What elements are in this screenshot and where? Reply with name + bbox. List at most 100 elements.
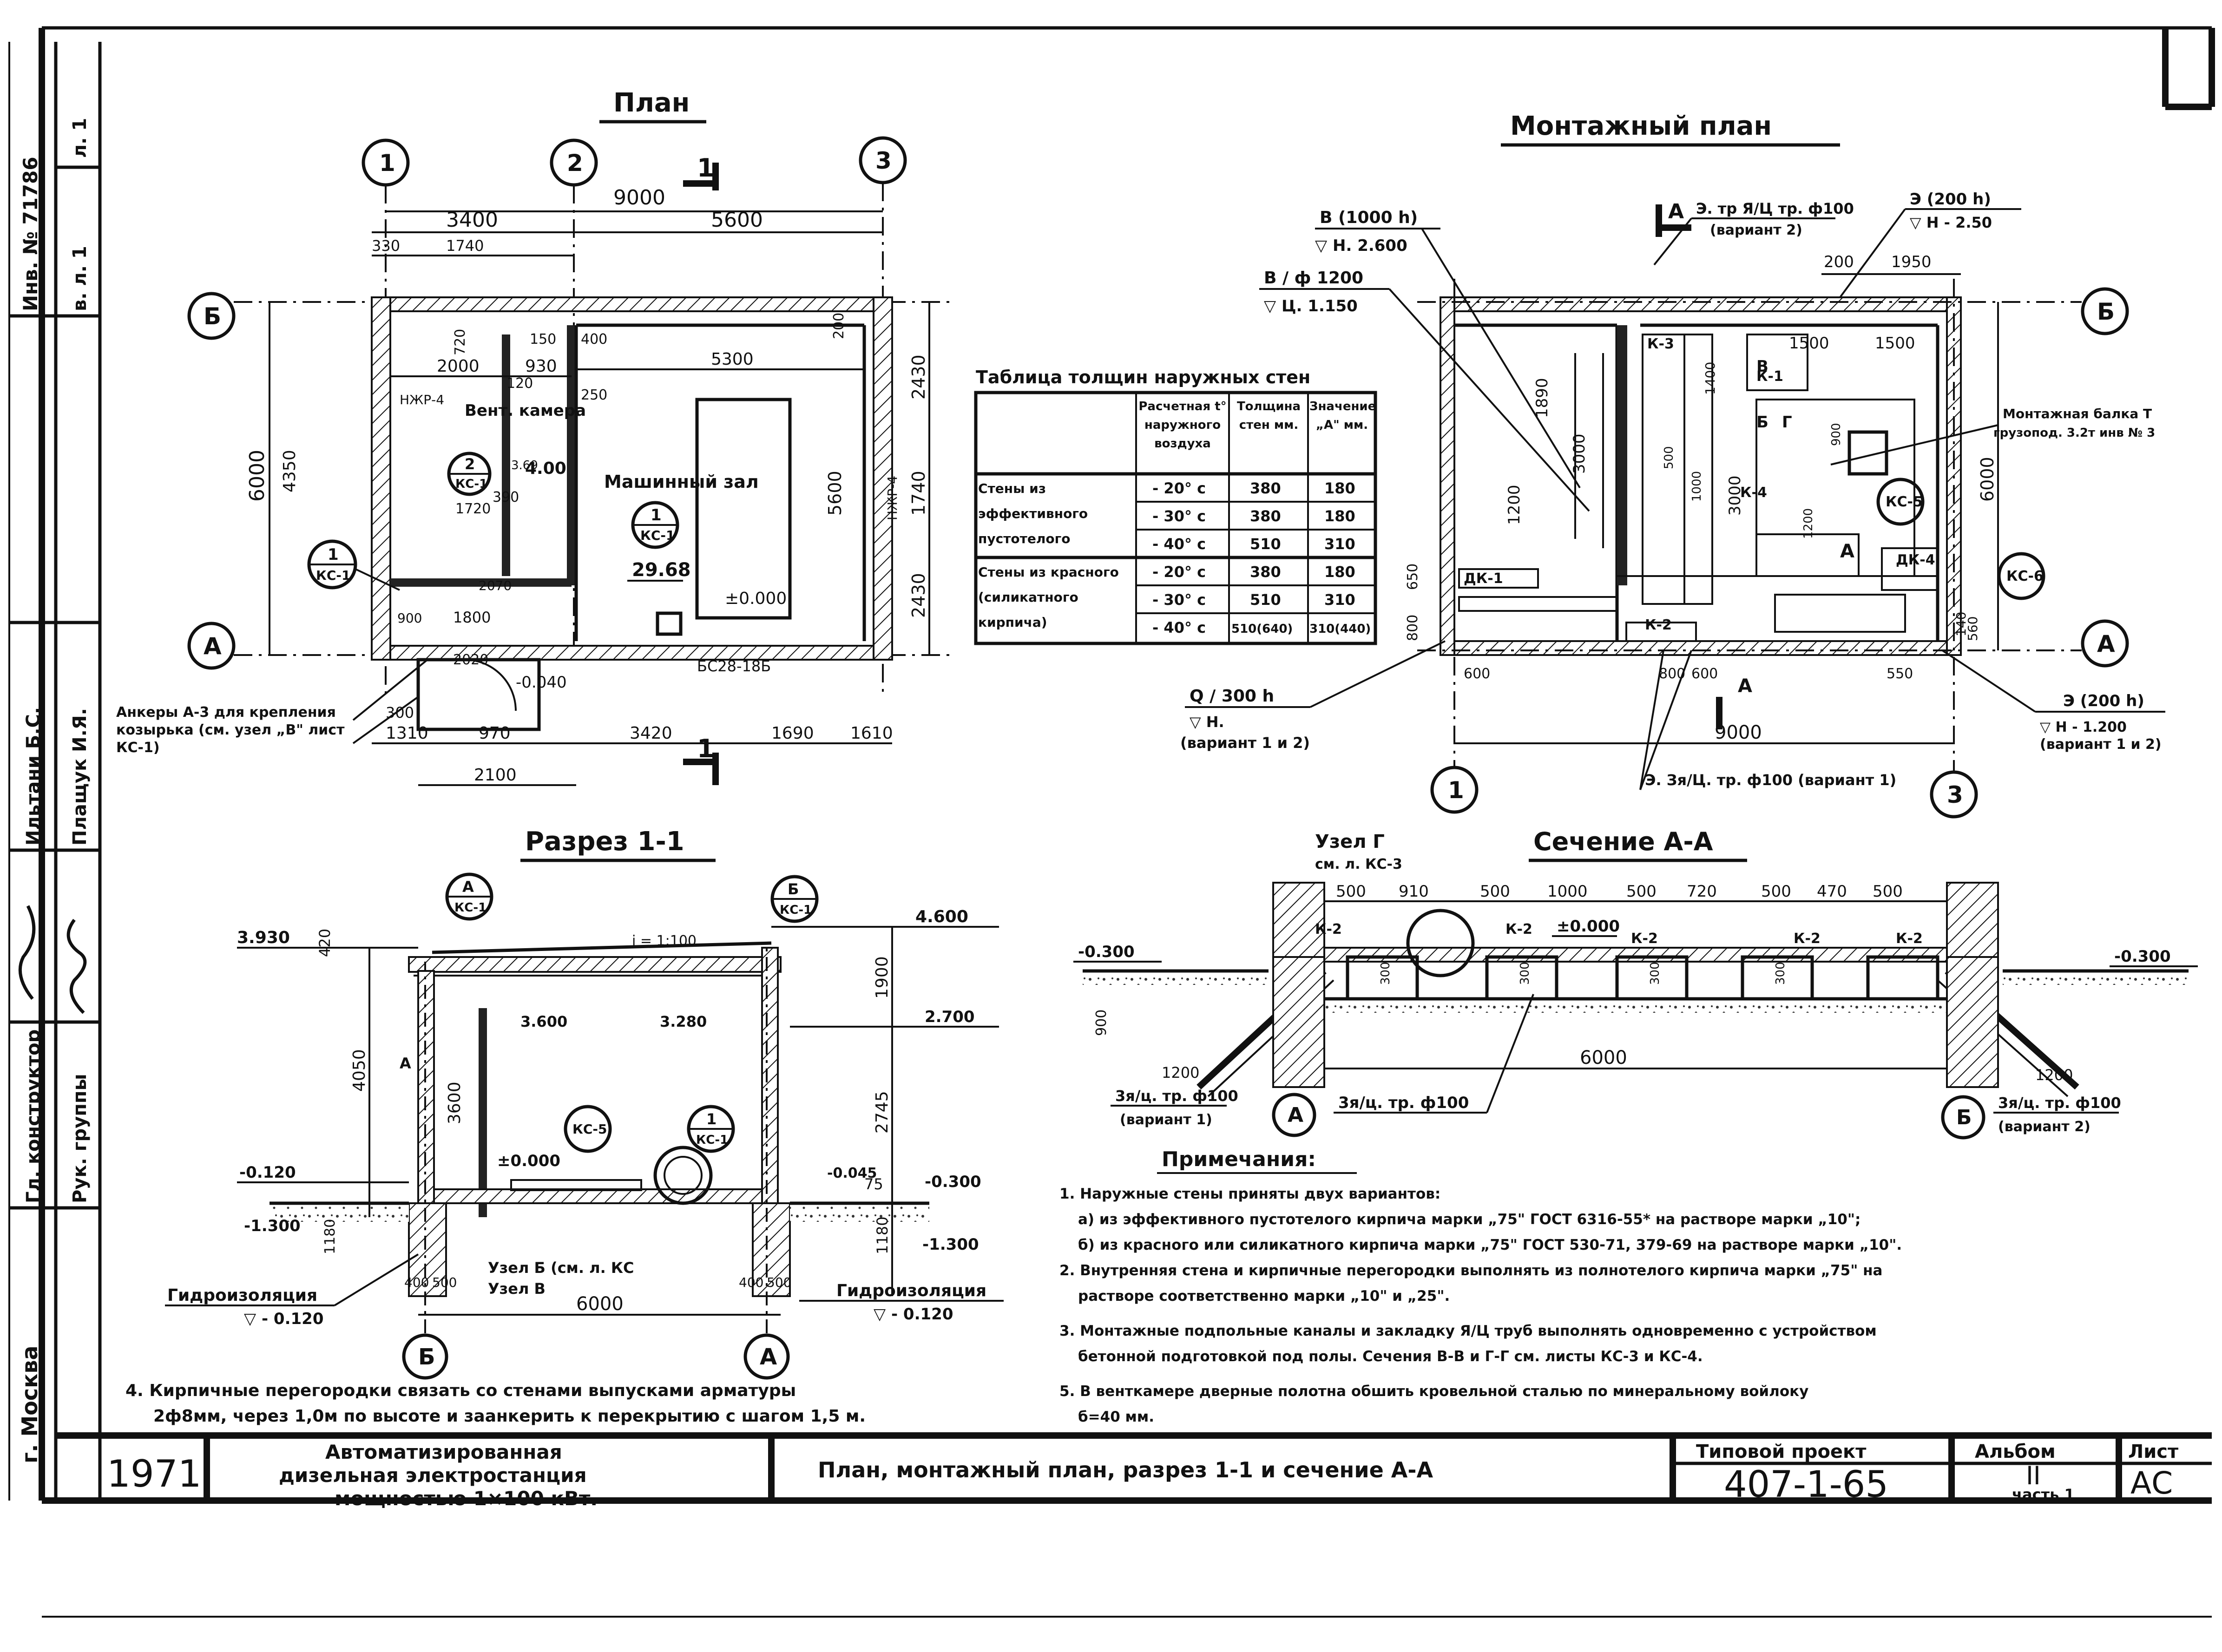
mount-row-b: Б <box>1417 287 2129 335</box>
svg-text:1900: 1900 <box>873 956 892 999</box>
svg-text:А: А <box>760 1344 777 1370</box>
wall-thickness-table: Таблица толщин наружных стен Расчетная t… <box>974 367 1377 645</box>
svg-text:1400: 1400 <box>1703 362 1718 395</box>
svg-text:3я/ц. тр. ф100: 3я/ц. тр. ф100 <box>1998 1094 2121 1112</box>
svg-text:К-2: К-2 <box>1631 931 1658 947</box>
section-waterproofing: Гидроизоляция ▽ - 0.120 Гидроизоляция ▽ … <box>165 1055 1004 1328</box>
svg-text:Б: Б <box>418 1344 435 1370</box>
svg-text:1200: 1200 <box>1801 508 1815 539</box>
svg-text:- 40° с: - 40° с <box>1152 535 1206 553</box>
svg-text:КС-1: КС-1 <box>454 901 486 915</box>
svg-text:К-3: К-3 <box>1647 336 1674 352</box>
svg-text:Б: Б <box>204 303 221 330</box>
svg-text:(вариант 2): (вариант 2) <box>1710 222 1802 238</box>
signature-mark <box>66 918 87 1014</box>
svg-text:510(640): 510(640) <box>1231 622 1293 636</box>
svg-text:1890: 1890 <box>1533 378 1551 418</box>
svg-text:- 40° с: - 40° с <box>1152 619 1206 636</box>
svg-text:500: 500 <box>1336 882 1366 901</box>
svg-text:Б: Б <box>788 880 799 898</box>
tb-type-value: 407-1-65 <box>1724 1464 1888 1506</box>
svg-text:3.930: 3.930 <box>237 928 290 947</box>
plan-equipment <box>656 611 683 636</box>
title-block: 1971 Автоматизированная дизельная электр… <box>56 1432 2212 1510</box>
svg-text:А: А <box>2097 630 2115 657</box>
svg-text:1500: 1500 <box>1789 334 1829 353</box>
section-title: Разрез 1-1 <box>525 826 684 857</box>
svg-text:1610: 1610 <box>850 724 893 743</box>
svg-text:6000: 6000 <box>1977 457 1998 502</box>
svg-text:А: А <box>1840 541 1854 562</box>
sidebar-name2: Плащук И.Я. <box>69 708 91 846</box>
svg-text:300: 300 <box>1379 962 1393 985</box>
svg-text:1200: 1200 <box>1505 485 1524 525</box>
svg-text:470: 470 <box>1817 882 1847 901</box>
sidebar-role2: Рук. группы <box>69 1074 91 1203</box>
svg-text:1: 1 <box>697 153 715 183</box>
svg-text:КС-1: КС-1 <box>455 477 487 491</box>
svg-text:Г: Г <box>1782 413 1792 432</box>
tb-sheet-label: Лист <box>2128 1441 2179 1462</box>
mount-cut-marks: А <box>1656 200 1722 729</box>
svg-text:900: 900 <box>1093 1010 1110 1036</box>
mount-plan-view: Монтажный план Б А 1 3 <box>1180 111 2165 819</box>
cut-view: Сечение А-А Узел Г см. л. КС-3 К-2 К-2 К… <box>1073 827 2198 1140</box>
svg-text:В (1000 h): В (1000 h) <box>1320 208 1418 227</box>
svg-text:-0.120: -0.120 <box>239 1163 296 1182</box>
svg-text:150: 150 <box>530 331 556 347</box>
svg-text:140: 140 <box>1953 612 1969 636</box>
svg-text:200: 200 <box>831 313 847 339</box>
notes-block: Примечания: 1. Наружные стены приняты дв… <box>125 1147 1902 1426</box>
svg-text:180: 180 <box>1324 563 1355 581</box>
svg-text:▽ - 0.120: ▽ - 0.120 <box>874 1305 953 1324</box>
svg-text:-0.300: -0.300 <box>925 1173 981 1191</box>
svg-text:- 20° с: - 20° с <box>1152 479 1206 497</box>
svg-text:А: А <box>1288 1103 1303 1127</box>
plan-left-callout: 1 КС-1 <box>307 539 400 591</box>
section-axes: Б А <box>402 948 790 1380</box>
svg-text:▽ - 0.120: ▽ - 0.120 <box>244 1310 323 1328</box>
svg-text:380: 380 <box>1250 507 1281 525</box>
note-line: б) из красного или силикатного кирпича м… <box>1078 1237 1902 1253</box>
sidebar-sheet-b: в. л. 1 <box>69 246 91 311</box>
svg-text:3600: 3600 <box>445 1082 464 1124</box>
tb-sheet-title: План, монтажный план, разрез 1-1 и сечен… <box>818 1457 1433 1482</box>
cut-levels: -0.300 ±0.000 -0.300 <box>1073 917 2198 967</box>
svg-text:500: 500 <box>1873 882 1903 901</box>
svg-text:330: 330 <box>372 237 400 255</box>
note-4b: 2ф8мм, через 1,0м по высоте и заанкерить… <box>153 1407 866 1426</box>
sidebar-name1: Ильтани Б.С. <box>23 707 44 846</box>
cut-dims-top: 500 910 500 1000 500 720 500 470 500 <box>1324 882 1947 902</box>
svg-text:180: 180 <box>1324 507 1355 525</box>
svg-text:900: 900 <box>1829 423 1843 446</box>
svg-text:200: 200 <box>1824 253 1854 271</box>
svg-text:390: 390 <box>493 489 519 505</box>
svg-text:±0.000: ±0.000 <box>497 1152 560 1170</box>
svg-text:Гидроизоляция: Гидроизоляция <box>836 1281 986 1300</box>
sidebar-stamp: г. Москва Гл. конструктор Рук. группы Ил… <box>8 42 102 1501</box>
table-header-a: Значение „А" мм. <box>1309 400 1374 432</box>
svg-text:БС28-18Б: БС28-18Б <box>697 657 771 675</box>
svg-text:i = 1:100: i = 1:100 <box>632 933 697 949</box>
svg-text:Q / 300 h: Q / 300 h <box>1190 687 1274 706</box>
svg-text:1180: 1180 <box>322 1219 338 1254</box>
note-line: 5. В венткамере дверные полотна обшить к… <box>1059 1383 1808 1400</box>
svg-text:180: 180 <box>1324 479 1355 497</box>
plan-inner-dims: 2000 930 5300 720 150 400 250 200 120 17… <box>390 313 900 668</box>
svg-text:400: 400 <box>739 1275 763 1290</box>
svg-text:Узел В: Узел В <box>488 1280 546 1298</box>
svg-text:6000: 6000 <box>245 450 269 502</box>
svg-text:2430: 2430 <box>908 573 929 618</box>
svg-text:- 20° с: - 20° с <box>1152 563 1206 581</box>
svg-text:ДК-1: ДК-1 <box>1464 570 1503 587</box>
svg-text:2: 2 <box>465 455 475 473</box>
cut-node-circle <box>1406 909 1475 977</box>
svg-text:Гидроизоляция: Гидроизоляция <box>167 1286 317 1305</box>
cut-title: Сечение А-А <box>1533 827 1713 856</box>
svg-text:970: 970 <box>479 724 511 743</box>
svg-text:5600: 5600 <box>711 208 763 232</box>
svg-text:3: 3 <box>1947 781 1963 808</box>
svg-text:Б: Б <box>2097 298 2115 325</box>
svg-text:1800: 1800 <box>453 609 491 626</box>
svg-text:3000: 3000 <box>1726 475 1744 516</box>
